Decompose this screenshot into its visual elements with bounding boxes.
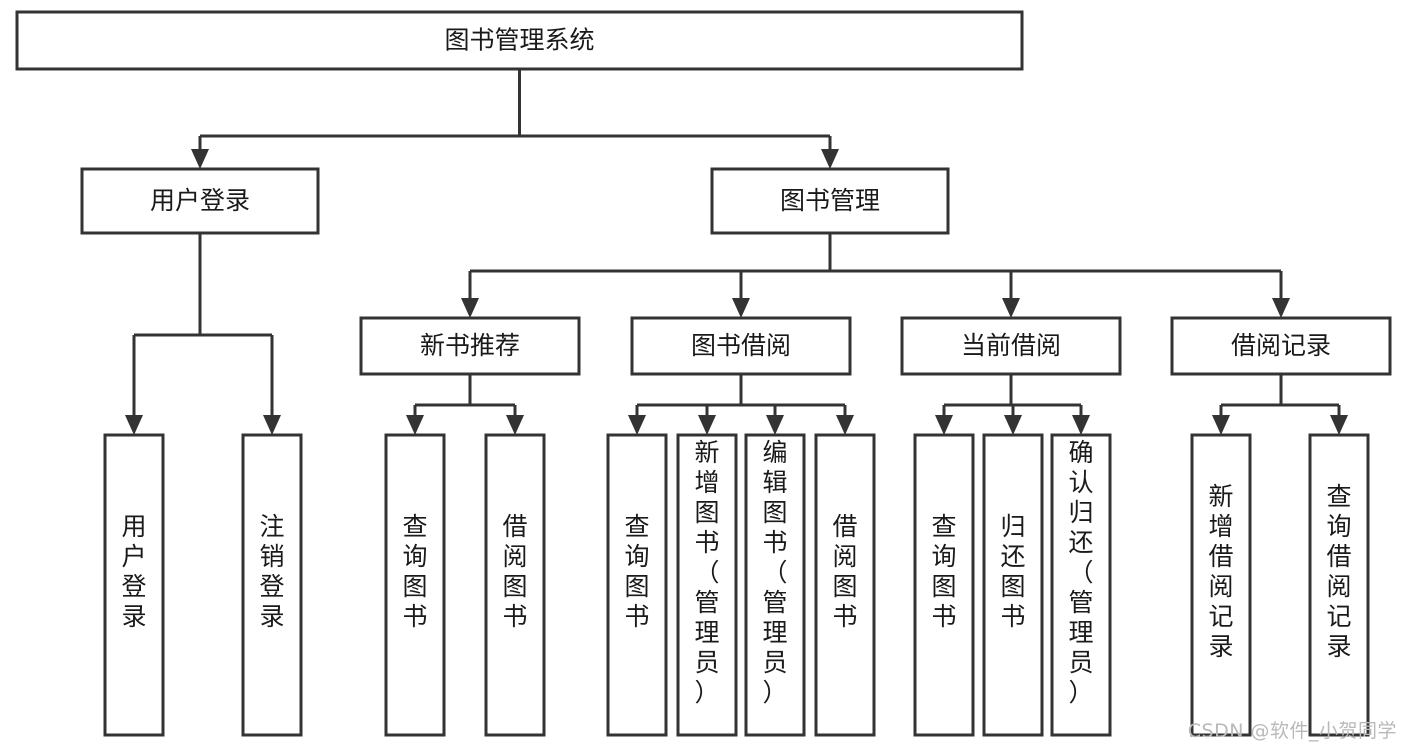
arrow-head-icon xyxy=(698,415,716,435)
node-label: 查询图书 xyxy=(624,512,649,631)
node-l3-bb-edit-book[interactable]: 编辑图书（管理员） xyxy=(744,433,806,737)
arrow-head-icon xyxy=(935,415,953,435)
node-l3-br-query-record[interactable]: 查询借阅记录 xyxy=(1308,433,1370,737)
node-box xyxy=(384,433,446,737)
node-root[interactable]: 图书管理系统 xyxy=(15,10,1024,71)
arrow-head-icon xyxy=(506,415,524,435)
arrow-head-icon xyxy=(191,149,209,169)
node-l2-book-borrow[interactable]: 图书借阅 xyxy=(630,316,852,376)
node-label: 借阅记录 xyxy=(1231,331,1331,360)
arrow-head-icon xyxy=(406,415,424,435)
node-box xyxy=(710,167,950,235)
node-box xyxy=(484,433,546,737)
node-label: 图书管理 xyxy=(780,186,880,215)
arrow-head-icon xyxy=(461,298,479,318)
node-label: 新书推荐 xyxy=(420,331,520,360)
node-box xyxy=(676,433,738,737)
edges-from-root xyxy=(191,69,839,169)
node-label: 注销登录 xyxy=(259,512,284,631)
node-box xyxy=(606,433,668,737)
node-l3-cb-confirm-return[interactable]: 确认归还（管理员） xyxy=(1050,433,1112,737)
node-label: 当前借阅 xyxy=(961,331,1061,360)
node-label: 编辑图书（管理员） xyxy=(762,438,787,707)
arrow-head-icon xyxy=(1002,298,1020,318)
edges-from-l2-book-borrow xyxy=(628,374,854,435)
node-label: 图书管理系统 xyxy=(444,26,594,55)
node-l3-rec-borrow-book[interactable]: 借阅图书 xyxy=(484,433,546,737)
node-label: 借阅图书 xyxy=(502,512,527,631)
arrow-head-icon xyxy=(766,415,784,435)
node-box xyxy=(80,167,320,235)
node-box xyxy=(744,433,806,737)
node-label: 用户登录 xyxy=(150,186,250,215)
node-l1-book-manage[interactable]: 图书管理 xyxy=(710,167,950,235)
node-layer: 图书管理系统用户登录图书管理新书推荐图书借阅当前借阅借阅记录用户登录注销登录查询… xyxy=(15,10,1392,737)
edges-from-l1-book-manage xyxy=(461,233,1290,318)
node-l3-user-logout[interactable]: 注销登录 xyxy=(241,433,303,737)
node-l3-br-add-record[interactable]: 新增借阅记录 xyxy=(1190,433,1252,737)
node-label: 归还图书 xyxy=(1000,512,1025,631)
arrow-head-icon xyxy=(628,415,646,435)
arrow-head-icon xyxy=(836,415,854,435)
node-label: 查询图书 xyxy=(931,512,956,631)
edges-from-l1-user-login xyxy=(125,233,281,435)
node-label: 新增借阅记录 xyxy=(1208,482,1233,661)
arrow-head-icon xyxy=(1004,415,1022,435)
node-box xyxy=(1170,316,1392,376)
node-label: 新增图书（管理员） xyxy=(694,438,719,707)
arrow-head-icon xyxy=(1330,415,1348,435)
node-l3-bb-borrow-book[interactable]: 借阅图书 xyxy=(814,433,876,737)
node-box xyxy=(241,433,303,737)
node-l3-user-login[interactable]: 用户登录 xyxy=(103,433,165,737)
node-l2-new-book-rec[interactable]: 新书推荐 xyxy=(359,316,581,376)
node-l2-borrow-record[interactable]: 借阅记录 xyxy=(1170,316,1392,376)
node-label: 确认归还（管理员） xyxy=(1068,438,1093,707)
node-box xyxy=(15,10,1024,71)
node-box xyxy=(103,433,165,737)
node-l3-bb-add-book[interactable]: 新增图书（管理员） xyxy=(676,433,738,737)
arrow-head-icon xyxy=(1072,415,1090,435)
node-box xyxy=(1308,433,1370,737)
arrow-head-icon xyxy=(263,415,281,435)
node-l3-bb-query-book[interactable]: 查询图书 xyxy=(606,433,668,737)
node-label: 图书借阅 xyxy=(691,331,791,360)
arrow-head-icon xyxy=(1272,298,1290,318)
node-l3-rec-query-book[interactable]: 查询图书 xyxy=(384,433,446,737)
node-box xyxy=(982,433,1044,737)
arrow-head-icon xyxy=(821,149,839,169)
arrow-head-icon xyxy=(1212,415,1230,435)
node-box xyxy=(814,433,876,737)
node-l1-user-login[interactable]: 用户登录 xyxy=(80,167,320,235)
node-box xyxy=(913,433,975,737)
arrow-head-icon xyxy=(125,415,143,435)
edges-from-l2-current-borrow xyxy=(935,374,1090,435)
node-label: 查询图书 xyxy=(402,512,427,631)
node-box xyxy=(1050,433,1112,737)
node-label: 借阅图书 xyxy=(832,512,857,631)
node-box xyxy=(630,316,852,376)
node-box xyxy=(900,316,1122,376)
node-box xyxy=(1190,433,1252,737)
arrow-head-icon xyxy=(732,298,750,318)
node-box xyxy=(359,316,581,376)
node-l2-current-borrow[interactable]: 当前借阅 xyxy=(900,316,1122,376)
connector-layer xyxy=(125,69,1348,435)
node-l3-cb-query-book[interactable]: 查询图书 xyxy=(913,433,975,737)
node-l3-cb-return-book[interactable]: 归还图书 xyxy=(982,433,1044,737)
edges-from-l2-new-book-rec xyxy=(406,374,524,435)
edges-from-l2-borrow-record xyxy=(1212,374,1348,435)
node-label: 查询借阅记录 xyxy=(1326,482,1351,661)
node-label: 用户登录 xyxy=(121,512,146,631)
